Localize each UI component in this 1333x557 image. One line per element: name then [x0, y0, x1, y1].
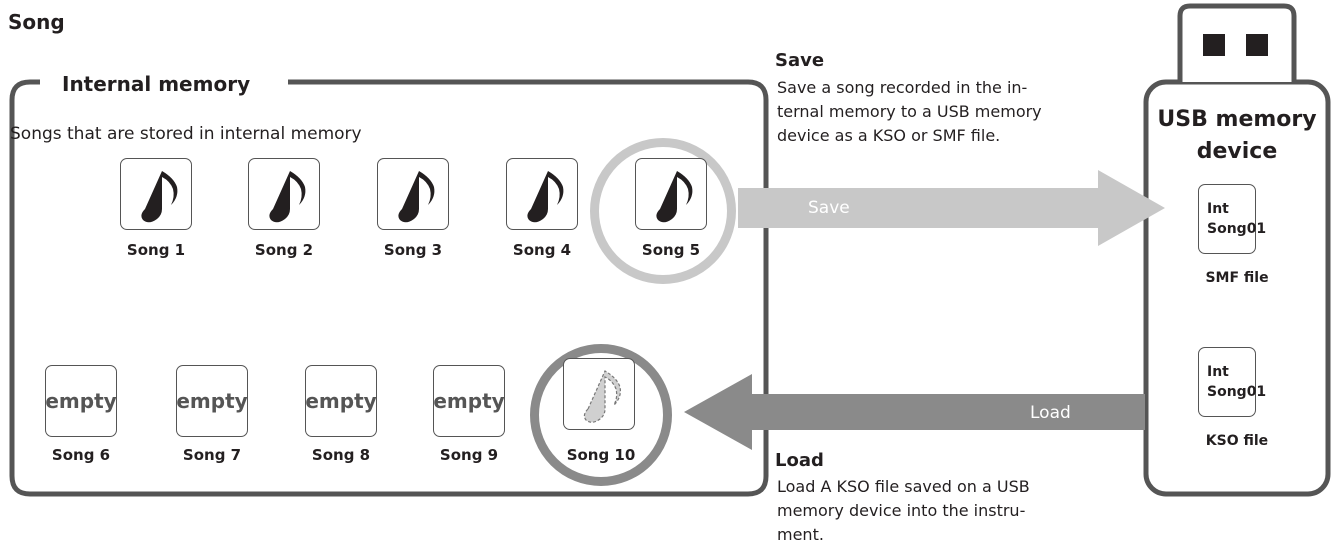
load-description: Load A KSO file saved on a USB memory de… — [777, 475, 1030, 547]
section-title: Song — [8, 10, 65, 34]
load-description-line: memory device into the instru- — [777, 501, 1026, 520]
song-label-3: Song 3 — [383, 241, 443, 259]
usb-file-smf-caption: SMF file — [1205, 270, 1269, 286]
load-highlight-ring — [530, 344, 672, 486]
save-arrow-label: Save — [808, 198, 850, 218]
load-arrow — [684, 374, 1145, 450]
save-description: Save a song recorded in the in- ternal m… — [777, 76, 1042, 148]
file-name-line2: Song01 — [1207, 384, 1267, 400]
load-description-line: ment. — [777, 525, 824, 544]
save-highlight-ring — [590, 138, 736, 284]
usb-connector — [1177, 3, 1297, 82]
note-icon — [269, 171, 306, 223]
song-tile-1[interactable] — [120, 158, 192, 230]
song-tile-6[interactable]: empty — [45, 365, 117, 437]
song-label-5: Song 5 — [641, 241, 701, 259]
usb-pin-left — [1203, 34, 1225, 56]
file-name-line1: Int — [1207, 364, 1229, 380]
song-tile-7[interactable]: empty — [176, 365, 248, 437]
song-label-9: Song 9 — [439, 446, 499, 464]
usb-device-title: USB memory device — [1148, 104, 1326, 168]
song-label-8: Song 8 — [311, 446, 371, 464]
song-tile-8[interactable]: empty — [305, 365, 377, 437]
song-tile-3[interactable] — [377, 158, 449, 230]
load-arrow-label: Load — [1030, 403, 1071, 423]
file-name-line1: Int — [1207, 201, 1229, 217]
usb-file-kso[interactable]: Int Song01 — [1198, 347, 1267, 417]
usb-file-kso-caption: KSO file — [1205, 433, 1269, 449]
internal-memory-description: Songs that are stored in internal memory — [10, 124, 362, 144]
load-description-line: Load A KSO file saved on a USB — [777, 477, 1030, 496]
dashed-note-icon — [583, 370, 621, 423]
save-description-line: device as a KSO or SMF file. — [777, 126, 1001, 145]
save-heading: Save — [775, 50, 825, 71]
song-label-1: Song 1 — [126, 241, 186, 259]
song-label-4: Song 4 — [512, 241, 572, 259]
song-label-10: Song 10 — [566, 446, 636, 464]
internal-memory-label: Internal memory — [62, 72, 251, 96]
song-tile-5[interactable] — [635, 158, 707, 230]
note-icon — [527, 171, 564, 223]
song-tile-10[interactable] — [563, 358, 635, 430]
usb-pin-right — [1246, 34, 1268, 56]
usb-file-smf[interactable]: Int Song01 — [1198, 184, 1267, 254]
song-label-2: Song 2 — [254, 241, 314, 259]
note-icon — [398, 171, 435, 223]
song-tile-2[interactable] — [248, 158, 320, 230]
note-icon — [656, 171, 693, 223]
usb-title-line: USB memory — [1157, 107, 1317, 132]
note-icon — [141, 171, 178, 223]
save-description-line: ternal memory to a USB memory — [777, 102, 1042, 121]
song-label-7: Song 7 — [182, 446, 242, 464]
internal-memory-frame — [9, 79, 769, 497]
song-tile-4[interactable] — [506, 158, 578, 230]
file-name-line2: Song01 — [1207, 221, 1267, 237]
song-tile-9[interactable]: empty — [433, 365, 505, 437]
save-arrow — [738, 170, 1165, 246]
load-heading: Load — [775, 450, 824, 471]
usb-title-line: device — [1196, 139, 1278, 164]
save-description-line: Save a song recorded in the in- — [777, 78, 1028, 97]
song-label-6: Song 6 — [51, 446, 111, 464]
